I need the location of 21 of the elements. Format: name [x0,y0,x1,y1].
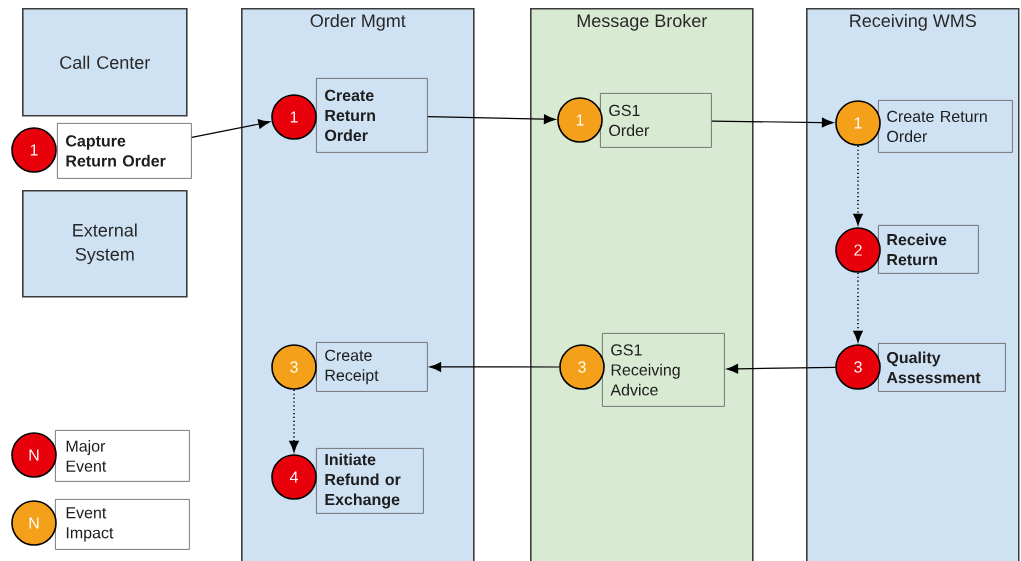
arrow [427,114,556,125]
step-box: Create Return Order [316,78,428,153]
system-box: External System [22,190,188,298]
step-box: Capture Return Order [57,123,192,179]
arrow [289,389,299,452]
step-box: Receive Return [878,225,979,274]
step-box: Initiate Refund or Exchange [316,448,424,514]
arrow [711,117,834,128]
arrow [191,119,270,139]
legend-label: Major Event [55,430,190,482]
system-box: Call Center [22,8,188,117]
arrow [429,362,560,372]
arrow [853,145,863,225]
arrow [726,363,836,374]
legend-label: Event Impact [55,499,190,550]
step-box: Quality Assessment [878,343,1006,392]
step-box: Create Return Order [878,100,1013,153]
arrow [853,272,863,342]
step-box: GS1 Order [600,93,712,148]
step-box: GS1 Receiving Advice [602,333,725,407]
step-box: Create Receipt [316,342,428,392]
